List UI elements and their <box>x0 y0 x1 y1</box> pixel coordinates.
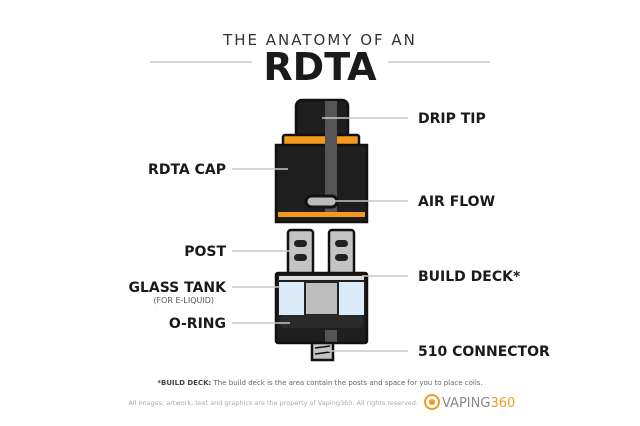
label-glass-tank-sub: (FOR E-LIQUID) <box>153 296 214 305</box>
post-left <box>286 228 315 277</box>
label-glass-tank: GLASS TANK <box>128 280 227 296</box>
svg-text:VAPING360: VAPING360 <box>442 396 515 411</box>
build-deck-plate <box>279 276 364 280</box>
cap-shape <box>274 143 369 224</box>
o-ring-shape <box>280 315 363 328</box>
vaping360-logo: VAPING360 <box>424 394 515 411</box>
label-drip-tip: DRIP TIP <box>418 111 486 127</box>
pretitle: THE ANATOMY OF AN <box>222 31 417 49</box>
air-flow-slot <box>304 194 339 209</box>
page-title: RDTA <box>263 45 377 89</box>
callout-lines <box>232 117 408 352</box>
label-build-deck: BUILD DECK* <box>418 269 521 285</box>
label-post: POST <box>184 244 226 260</box>
post-right <box>327 228 356 277</box>
rdta-illustration <box>274 98 369 362</box>
label-510-connector: 510 CONNECTOR <box>418 344 550 360</box>
copyright: All images, artwork, text and graphics a… <box>128 399 418 407</box>
drip-tip-shape <box>294 98 350 140</box>
label-rdta-cap: RDTA CAP <box>148 162 226 178</box>
build-deck-note: *BUILD DECK: The build deck is the area … <box>157 379 482 387</box>
label-o-ring: O-RING <box>169 316 226 332</box>
label-air-flow: AIR FLOW <box>418 194 495 210</box>
